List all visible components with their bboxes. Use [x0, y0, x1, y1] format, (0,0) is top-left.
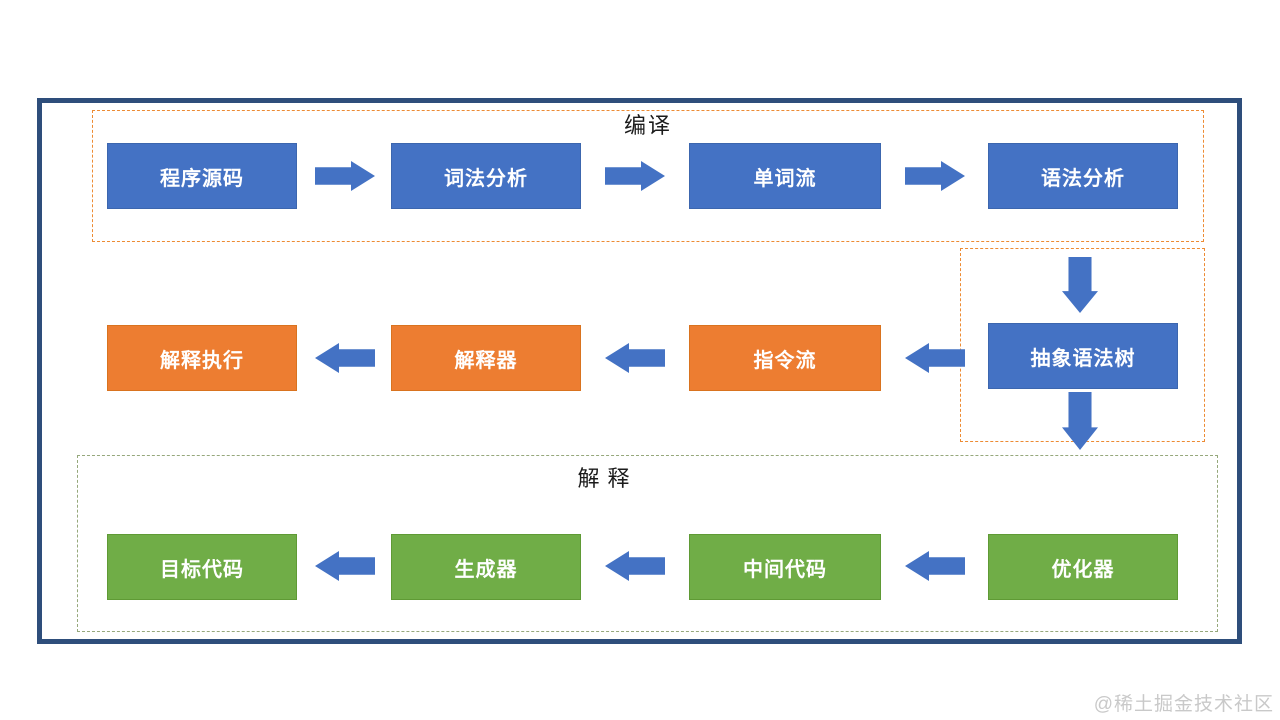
- node-abstract-syntax-tree: 抽象语法树: [988, 323, 1178, 389]
- node-target-code: 目标代码: [107, 534, 297, 600]
- compile-group-frame: [92, 110, 1204, 242]
- node-interpreter: 解释器: [391, 325, 581, 391]
- node-intermediate-code: 中间代码: [689, 534, 881, 600]
- watermark: @稀土掘金技术社区: [1093, 694, 1274, 715]
- node-optimizer: 优化器: [988, 534, 1178, 600]
- node-interpret-execute: 解释执行: [107, 325, 297, 391]
- node-program-source: 程序源码: [107, 143, 297, 209]
- interpret-group-label: 解释: [577, 466, 638, 491]
- node-lexical-analysis: 词法分析: [391, 143, 581, 209]
- node-generator: 生成器: [391, 534, 581, 600]
- interpret-group-frame: [77, 455, 1218, 632]
- node-syntax-analysis: 语法分析: [988, 143, 1178, 209]
- node-token-stream: 单词流: [689, 143, 881, 209]
- diagram-outer-border: [37, 98, 1242, 644]
- node-instruction-stream: 指令流: [689, 325, 881, 391]
- compile-group-label: 编译: [623, 113, 672, 138]
